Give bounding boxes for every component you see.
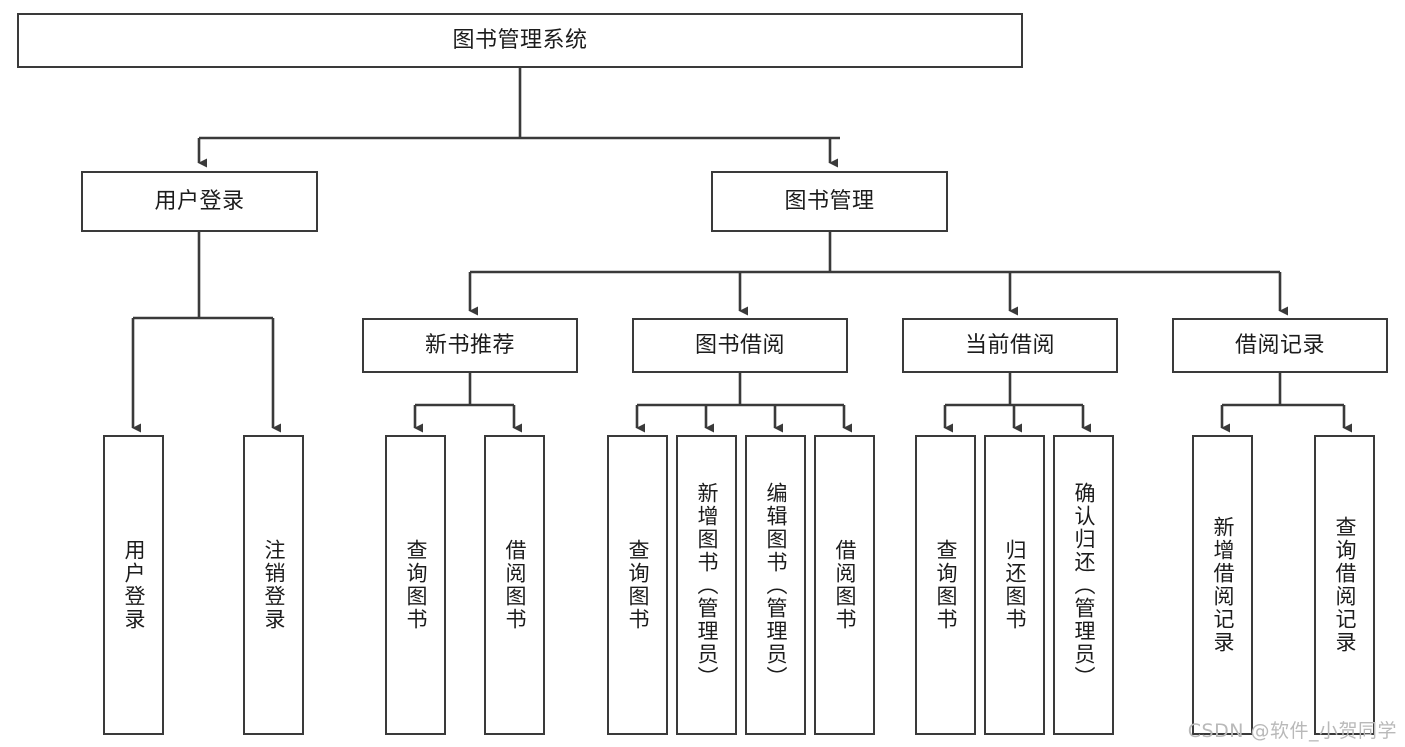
node-label: 新增图书（管理员） <box>694 481 719 689</box>
leaf-book-borrow-edit-book-admin[interactable]: 编辑图书（管理员） <box>745 435 806 735</box>
node-label: 新书推荐 <box>424 332 515 358</box>
leaf-current-borrow-confirm-return-admin[interactable]: 确认归还（管理员） <box>1053 435 1114 735</box>
node-label: 查询图书 <box>625 539 650 631</box>
leaf-current-borrow-query-book[interactable]: 查询图书 <box>915 435 976 735</box>
node-label: 图书管理 <box>784 188 875 214</box>
node-label: 用户登录 <box>121 539 146 631</box>
node-label: 归还图书 <box>1002 539 1027 631</box>
node-label: 借阅图书 <box>832 539 857 631</box>
leaf-book-borrow-add-book-admin[interactable]: 新增图书（管理员） <box>676 435 737 735</box>
node-label: 编辑图书（管理员） <box>763 481 788 689</box>
node-label: 借阅记录 <box>1234 332 1325 358</box>
leaf-borrow-record-add-record[interactable]: 新增借阅记录 <box>1192 435 1253 735</box>
csdn-watermark: CSDN @软件_小贺同学 <box>1187 720 1397 742</box>
node-user-login[interactable]: 用户登录 <box>81 171 318 232</box>
node-book-management[interactable]: 图书管理 <box>711 171 948 232</box>
node-label: 图书管理系统 <box>452 27 588 53</box>
leaf-current-borrow-return-book[interactable]: 归还图书 <box>984 435 1045 735</box>
node-label: 当前借阅 <box>964 332 1055 358</box>
node-label: 确认归还（管理员） <box>1071 481 1096 689</box>
leaf-book-borrow-borrow-book[interactable]: 借阅图书 <box>814 435 875 735</box>
leaf-borrow-record-query-record[interactable]: 查询借阅记录 <box>1314 435 1375 735</box>
node-label: 新增借阅记录 <box>1210 516 1235 654</box>
leaf-new-book-query-book[interactable]: 查询图书 <box>385 435 446 735</box>
node-label: 注销登录 <box>261 539 286 631</box>
leaf-user-login-logout[interactable]: 注销登录 <box>243 435 304 735</box>
node-label: 用户登录 <box>154 188 245 214</box>
node-borrow-record[interactable]: 借阅记录 <box>1172 318 1388 373</box>
node-label: 查询图书 <box>403 539 428 631</box>
node-current-borrowing[interactable]: 当前借阅 <box>902 318 1118 373</box>
leaf-user-login-login[interactable]: 用户登录 <box>103 435 164 735</box>
leaf-new-book-borrow-book[interactable]: 借阅图书 <box>484 435 545 735</box>
node-label: 图书借阅 <box>694 332 785 358</box>
node-label: 查询图书 <box>933 539 958 631</box>
node-label: 借阅图书 <box>502 539 527 631</box>
leaf-book-borrow-query-book[interactable]: 查询图书 <box>607 435 668 735</box>
node-book-borrowing[interactable]: 图书借阅 <box>632 318 848 373</box>
node-label: 查询借阅记录 <box>1332 516 1357 654</box>
node-root-book-management-system[interactable]: 图书管理系统 <box>17 13 1023 68</box>
node-new-book-recommendation[interactable]: 新书推荐 <box>362 318 578 373</box>
